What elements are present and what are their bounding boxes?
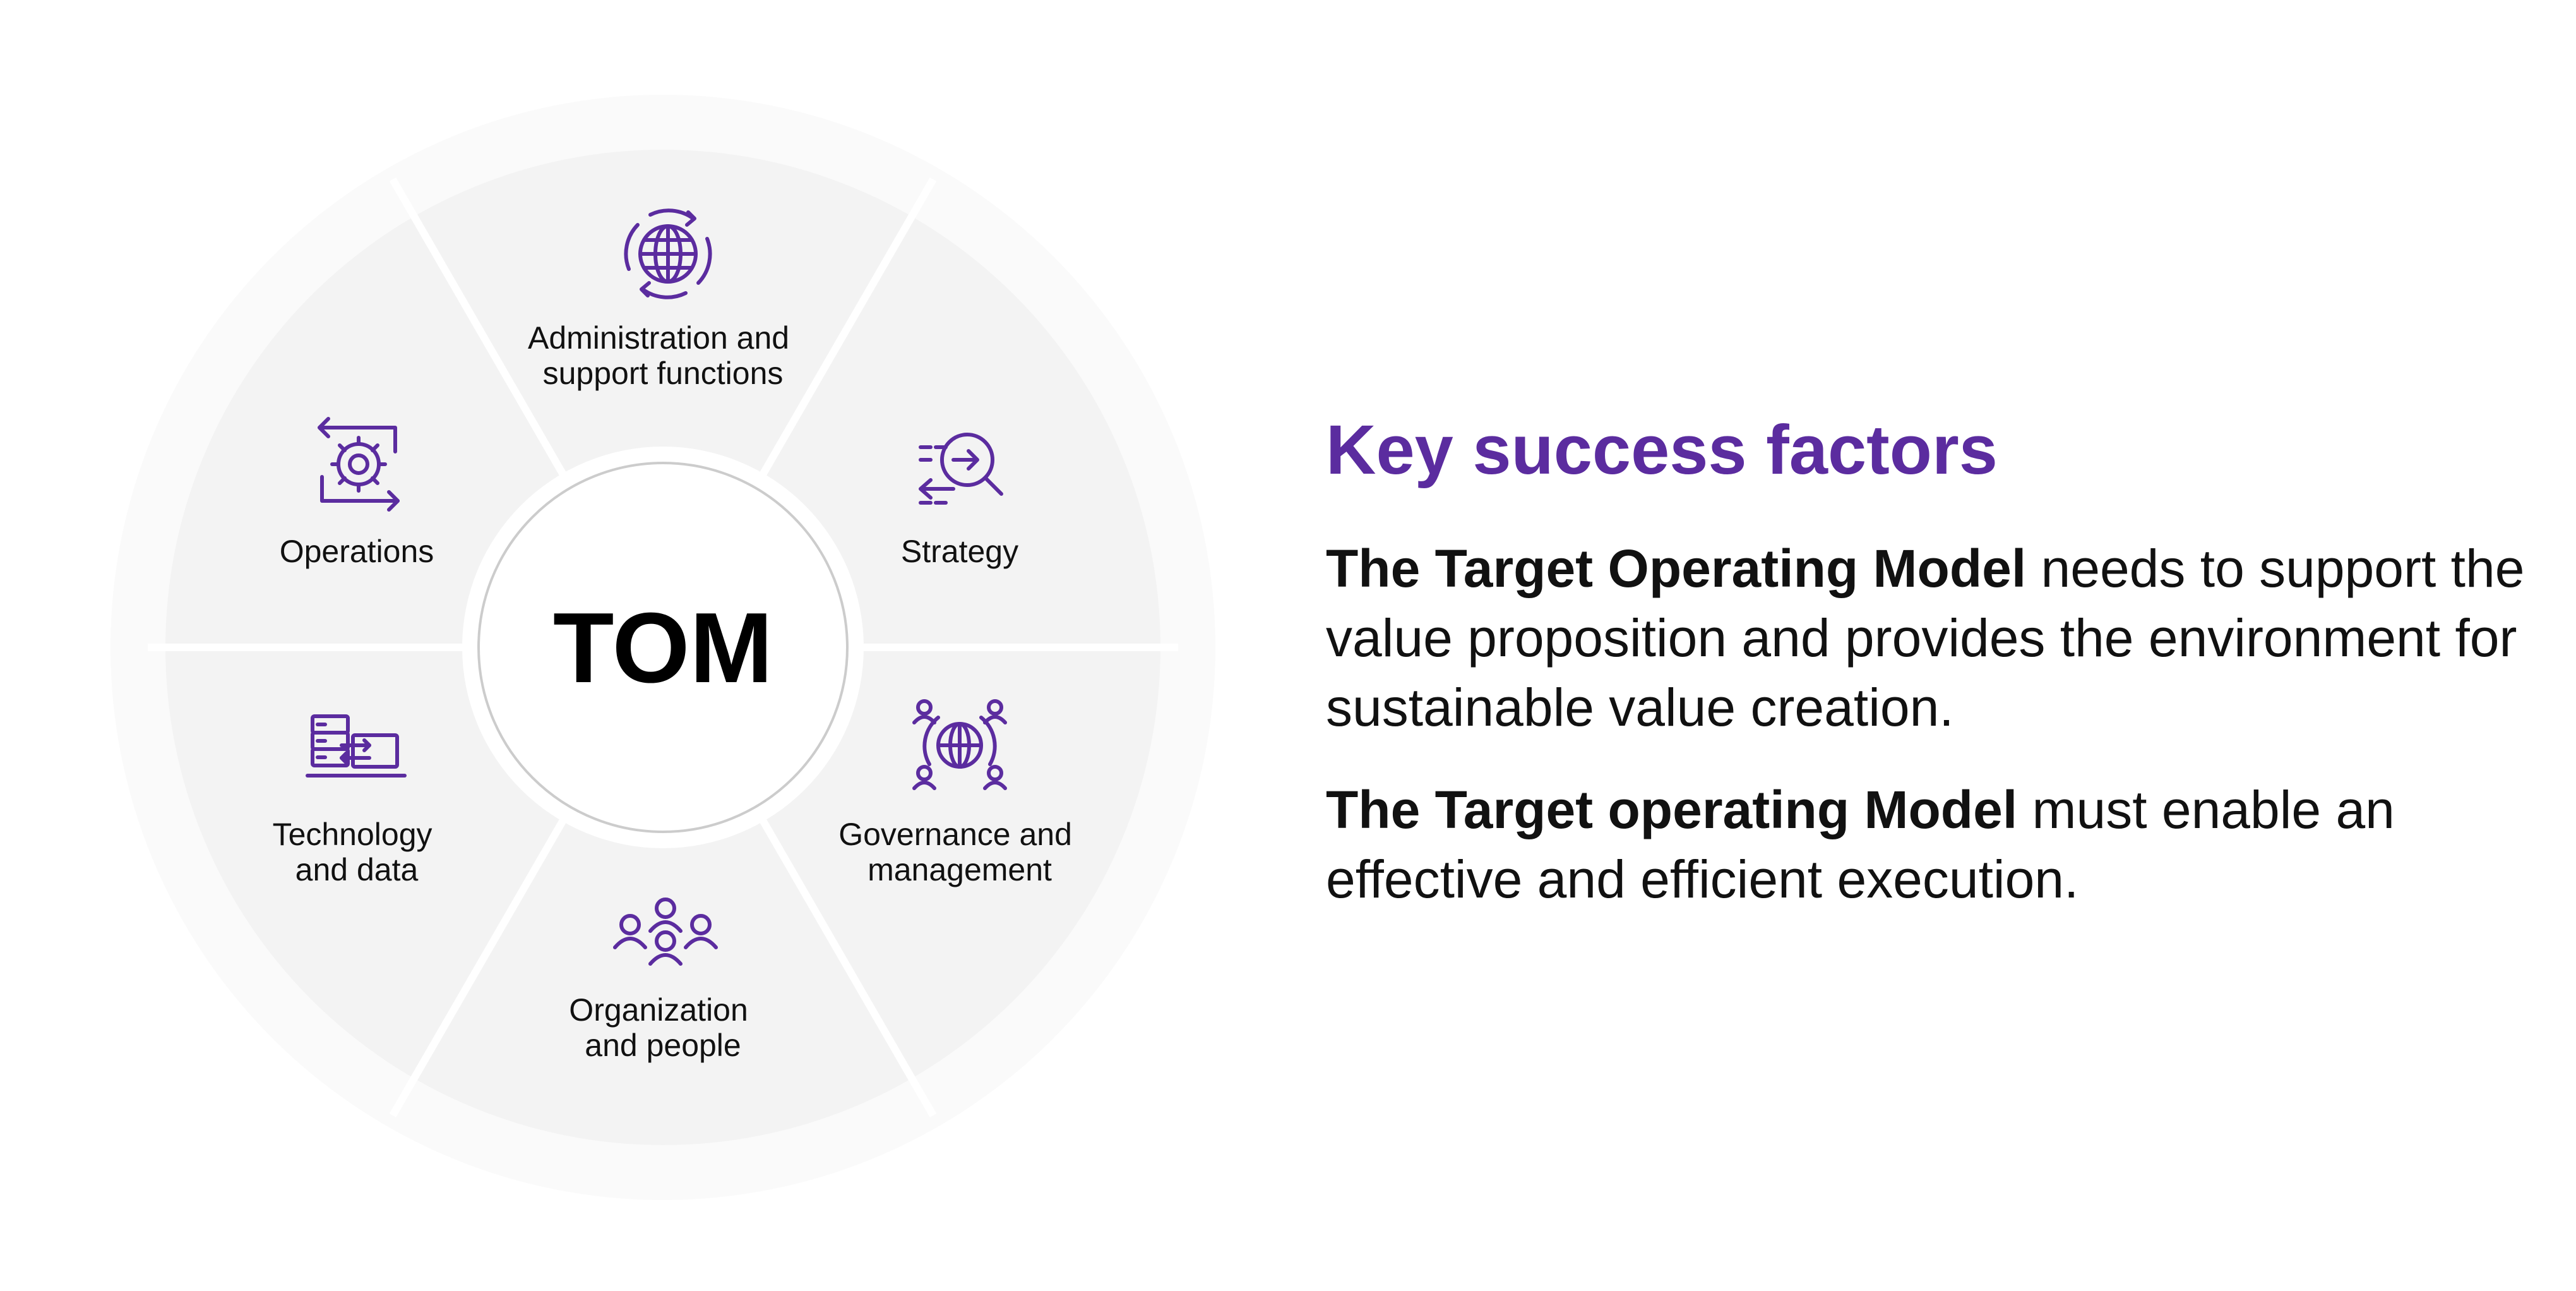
segment-label-organization: Organization and people: [569, 992, 756, 1063]
center-label: TOM: [553, 592, 773, 704]
paragraph-2-bold: The Target operating Model: [1326, 779, 2018, 839]
paragraph-1-text: needs to support the value proposition a…: [1326, 538, 2525, 737]
segment-label-operations: Operations: [280, 534, 434, 569]
server-laptop-icon: [306, 714, 407, 778]
center-circle: [477, 462, 849, 833]
gear-cycle-icon: [318, 417, 400, 512]
segment-label-technology: Technology and data: [273, 817, 441, 887]
segment-organization: Organization and people: [569, 898, 756, 1063]
key-success-factors-panel: Key success factors The Target Operating…: [1326, 411, 2525, 947]
segment-label-governance: Governance and management: [838, 817, 1081, 887]
segment-admin: Administration and support functions: [528, 208, 798, 391]
panel-title: Key success factors: [1326, 411, 1998, 489]
paragraph-1-bold: The Target Operating Model: [1326, 538, 2027, 598]
segment-technology: Technology and data: [273, 714, 441, 887]
globe-cycle-icon: [624, 208, 712, 299]
segment-strategy: Strategy: [901, 433, 1018, 569]
globe-network-people-icon: [912, 699, 1007, 790]
strategy-arrows-magnifier-icon: [919, 433, 1003, 505]
people-group-icon: [613, 898, 718, 966]
paragraph-2-text: must enable an effective and efficient e…: [1326, 779, 2395, 909]
paragraph-2: The Target operating Model must enable a…: [1326, 775, 2525, 914]
paragraph-1: The Target Operating Model needs to supp…: [1326, 534, 2525, 742]
segment-governance: Governance and management: [838, 699, 1081, 887]
segment-operations: Operations: [280, 417, 434, 569]
segment-label-admin: Administration and support functions: [528, 320, 798, 391]
segment-label-strategy: Strategy: [901, 534, 1018, 569]
tom-wheel-diagram: TOM Administration and support functions: [110, 95, 1215, 1200]
